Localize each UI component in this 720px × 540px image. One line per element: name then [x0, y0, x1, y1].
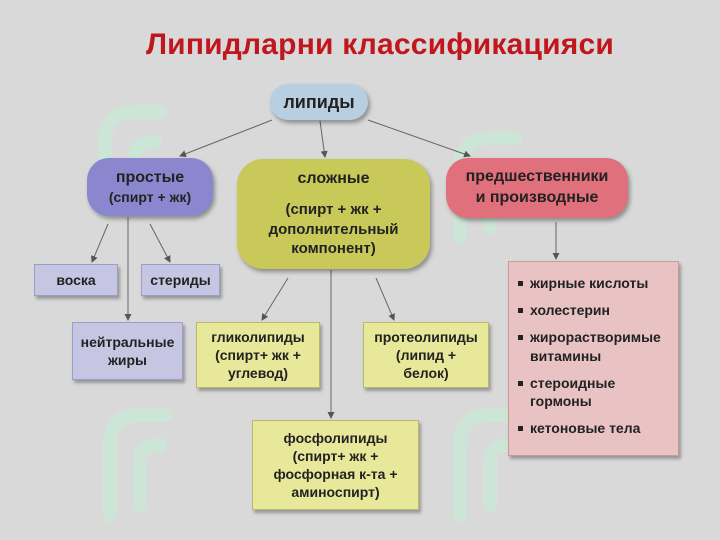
node-precursors-line1: предшественники [465, 168, 609, 186]
node-proteo-line2: (липид + [395, 346, 457, 363]
precursors-list-box: жирные кислоты холестерин жирорастворимы… [508, 261, 679, 456]
node-complex-formula-2: дополнительный [268, 220, 399, 238]
list-item-line1: жирные кислоты [530, 275, 649, 291]
node-wax-label: воска [56, 271, 96, 288]
node-complex-title: сложные [297, 170, 370, 188]
list-item-line1: кетоновые тела [530, 420, 641, 437]
list-item-line1: холестерин [530, 301, 610, 318]
node-phospho-line3: фосфорная к-та + [273, 466, 398, 482]
watermark-icon [453, 408, 522, 522]
precursors-list: жирные кислоты холестерин жирорастворимы… [516, 274, 672, 438]
node-proteo-line3: белок) [403, 365, 449, 382]
edge-simple-sterids [149, 223, 171, 263]
edge-complex-glyco [261, 277, 289, 321]
node-complex-formula-3: компонент) [291, 240, 376, 258]
node-glycolipids: гликолипиды (спирт+ жк + углевод) [196, 322, 320, 388]
edge-lipids-complex [319, 120, 328, 158]
node-simple-formula: (спирт + жк) [108, 189, 192, 206]
list-item-line1: стероидные [530, 374, 616, 391]
node-lipids-label: липиды [283, 91, 355, 112]
list-item: жирорастворимые витамины [516, 328, 672, 366]
edge-complex-proteo [375, 277, 395, 321]
edge-lipids-precursors [367, 119, 471, 158]
node-fats-line2: жиры [107, 352, 148, 368]
node-proteolipids: протеолипиды (липид + белок) [363, 322, 489, 388]
node-proteo-line1: протеолипиды [374, 328, 478, 345]
list-item: жирные кислоты [516, 274, 672, 293]
node-wax: воска [34, 264, 118, 296]
node-phospho-line2: (спирт+ жк + [292, 447, 379, 464]
node-precursors-line2: и производные [475, 189, 599, 206]
node-complex-formula-1: (спирт + жк + [285, 201, 382, 219]
node-complex-lipids: сложные (спирт + жк + дополнительный ком… [237, 159, 430, 269]
node-sterids: стериды [141, 264, 220, 296]
watermark-icon [103, 408, 172, 522]
list-item: стероидные гормоны [516, 374, 672, 412]
node-sterids-label: стериды [150, 271, 211, 288]
node-simple-title: простые [115, 168, 185, 186]
node-glyco-line2: (спирт+ жк + [215, 346, 301, 363]
node-glyco-line1: гликолипиды [211, 328, 305, 345]
node-phospholipids: фосфолипиды (спирт+ жк + фосфорная к-та … [252, 420, 419, 510]
node-fats-line1: нейтральные [80, 333, 175, 350]
list-item-line2: гормоны [530, 393, 592, 410]
node-neutral-fats: нейтральные жиры [72, 322, 183, 380]
node-simple-lipids: простые (спирт + жк) [87, 158, 213, 216]
watermark-icon [98, 105, 167, 219]
node-precursors: предшественники и производные [446, 158, 628, 218]
edge-lipids-simple [179, 119, 273, 158]
node-phospho-line4: аминоспирт) [291, 484, 380, 501]
node-phospho-line1: фосфолипиды [283, 429, 388, 446]
list-item: кетоновые тела [516, 419, 672, 438]
edge-simple-wax [91, 223, 109, 263]
page-title: Липидларни классификацияси [145, 28, 615, 61]
node-glyco-line3: углевод) [227, 365, 289, 382]
list-item-line2: витамины [530, 347, 602, 364]
list-item-line1: жирорастворимые [530, 328, 661, 345]
node-lipids: липиды [270, 84, 368, 120]
list-item: холестерин [516, 301, 672, 320]
